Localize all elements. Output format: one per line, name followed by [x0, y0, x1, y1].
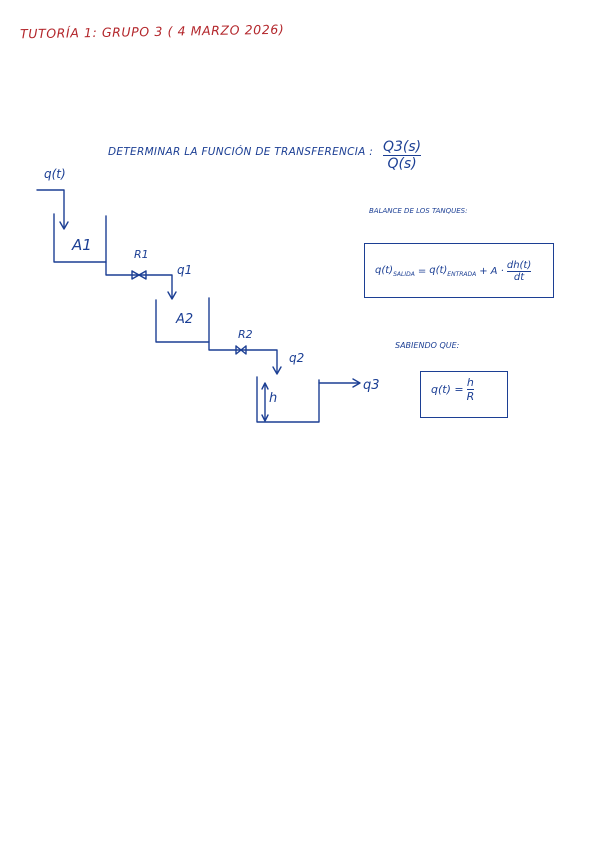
- plus-sign: +: [479, 266, 488, 277]
- derivative-fraction: dh(t) dt: [506, 260, 532, 283]
- output-arrow-icon: [352, 378, 361, 388]
- outflow-term: q(t)SALIDA: [375, 265, 415, 278]
- knowing-title: SABIENDO QUE:: [395, 341, 460, 350]
- inflow-term: q(t)ENTRADA: [429, 265, 477, 278]
- derivative-numerator: dh(t): [506, 260, 532, 271]
- knowing-equation-box: [420, 371, 508, 418]
- valve-1-label: R1: [134, 248, 149, 261]
- fraction-denominator: R: [466, 390, 475, 403]
- fraction-bar: [383, 155, 422, 156]
- equals-sign: =: [417, 266, 427, 277]
- knowing-equation: q(t) = h R: [431, 376, 475, 403]
- tank-1: [53, 213, 107, 263]
- input-flow-label: q(t): [44, 167, 66, 181]
- flow-2-arrow-icon: [272, 366, 282, 375]
- task-statement: DETERMINAR LA FUNCIÓN DE TRANSFERENCIA :: [108, 146, 374, 158]
- valve-2-label: R2: [238, 328, 253, 341]
- transfer-function-numerator: Q3(s): [383, 139, 422, 155]
- valve-2-icon: [235, 345, 247, 355]
- balance-equation: q(t)SALIDA = q(t)ENTRADA + A · dh(t) dt: [375, 260, 532, 283]
- flow-relation-lhs: q(t) =: [431, 383, 464, 396]
- fraction-numerator: h: [466, 376, 474, 389]
- outlet-pipe-1: [105, 261, 173, 299]
- output-flow-label: q3: [363, 378, 380, 393]
- flow-1-arrow-icon: [167, 291, 177, 300]
- valve-1-icon: [131, 270, 147, 280]
- tank-2-area-label: A2: [175, 312, 193, 327]
- transfer-function-fraction: Q3(s) Q(s): [383, 139, 422, 172]
- flow-1-label: q1: [177, 263, 192, 277]
- outlet-pipe-2: [208, 341, 278, 374]
- input-pipe: [36, 189, 65, 229]
- level-arrow-icon: [261, 382, 269, 422]
- fraction-bar: [506, 271, 532, 272]
- tank-2: [155, 297, 210, 343]
- balance-equation-box: [364, 243, 554, 298]
- transfer-function-denominator: Q(s): [387, 156, 417, 172]
- flow-2-label: q2: [289, 351, 304, 365]
- input-arrow-icon: [59, 221, 69, 230]
- derivative-denominator: dt: [513, 272, 525, 283]
- tank-1-area-label: A1: [71, 236, 92, 254]
- fraction-bar: [466, 389, 475, 390]
- balance-title: BALANCE DE LOS TANQUES:: [369, 207, 468, 215]
- tank-3: [256, 376, 320, 423]
- area-term: A ·: [490, 266, 504, 277]
- level-label: h: [269, 391, 277, 406]
- h-over-r-fraction: h R: [466, 376, 475, 403]
